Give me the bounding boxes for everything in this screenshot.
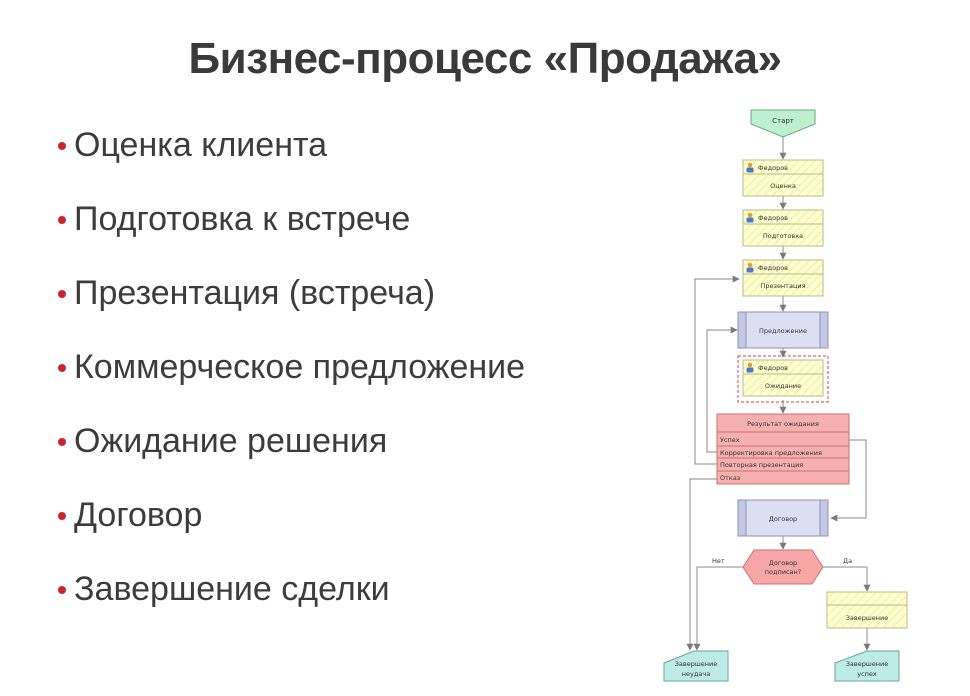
decision-contract-signed: Договор подписан? Нет Да [712, 549, 852, 585]
bullet-dot-icon [58, 142, 66, 150]
bullet-item: Оценка клиента [56, 126, 525, 200]
task-label: Ожидание [765, 382, 801, 390]
result-option: Отказ [720, 474, 741, 482]
user-icon [746, 162, 754, 173]
decision-yes-label: Да [843, 557, 852, 565]
decision-line2: подписан? [765, 568, 801, 576]
result-header: Результат ожидания [747, 420, 819, 428]
decision-no-label: Нет [712, 557, 725, 565]
assignee-label: Федоров [758, 364, 788, 372]
start-label: Старт [772, 117, 794, 125]
assignee-label: Федоров [758, 164, 788, 172]
task-presentation: Федоров Презентация [742, 259, 824, 297]
user-icon [746, 262, 754, 273]
bullet-item: Презентация (встреча) [56, 274, 525, 348]
end-failure: Завершение неудача [663, 650, 729, 682]
decision-line1: Договор [769, 559, 797, 567]
bullet-dot-icon [58, 290, 66, 298]
subprocess-proposal: Предложение [737, 311, 829, 349]
task-assessment: Федоров Оценка [742, 159, 824, 197]
subprocess-label: Предложение [759, 327, 807, 335]
success-to-contract [830, 439, 867, 522]
refusal-to-failure [686, 478, 717, 651]
user-icon [746, 362, 754, 373]
bullet-item: Договор [56, 496, 525, 570]
end-success-line2: успех [857, 670, 877, 678]
task-preparation: Федоров Подготовка [742, 209, 824, 247]
task-label: Завершение [846, 614, 889, 622]
end-failure-line1: Завершение [675, 660, 718, 668]
slide-title: Бизнес-процесс «Продажа» [188, 34, 782, 83]
result-option: Успех [720, 436, 740, 444]
result-option: Повторная презентация [720, 461, 803, 469]
bullet-item: Подготовка к встрече [56, 200, 525, 274]
task-waiting: Федоров Ожидание [737, 355, 829, 403]
bullet-item: Завершение сделки [56, 570, 525, 644]
task-label: Презентация [760, 282, 805, 290]
result-block: Результат ожидания Успех Корректировка п… [716, 413, 850, 485]
bullet-item: Коммерческое предложение [56, 348, 525, 422]
connectors [686, 136, 871, 651]
bullet-dot-icon [58, 438, 66, 446]
task-completion: Завершение [826, 591, 908, 629]
loop-to-proposal [706, 326, 738, 453]
task-label: Подготовка [763, 232, 803, 240]
start-node: Старт [750, 109, 816, 138]
result-option: Корректировка предложения [720, 449, 822, 457]
bullet-list: Оценка клиента Подготовка к встрече През… [56, 126, 525, 644]
bullet-dot-icon [58, 216, 66, 224]
subprocess-label: Договор [769, 515, 797, 523]
decision-no-branch [693, 566, 743, 651]
bullet-dot-icon [58, 364, 66, 372]
end-success-line1: Завершение [846, 660, 889, 668]
bullet-item: Ожидание решения [56, 422, 525, 496]
loop-to-presentation [694, 275, 740, 465]
task-label: Оценка [770, 182, 796, 190]
assignee-label: Федоров [758, 264, 788, 272]
bullet-dot-icon [58, 586, 66, 594]
decision-yes-branch [823, 566, 871, 592]
user-icon [746, 212, 754, 223]
assignee-label: Федоров [758, 214, 788, 222]
subprocess-contract: Договор [737, 499, 829, 537]
end-failure-line2: неудача [682, 670, 710, 678]
end-success: Завершение успех [834, 650, 900, 682]
bullet-dot-icon [58, 512, 66, 520]
